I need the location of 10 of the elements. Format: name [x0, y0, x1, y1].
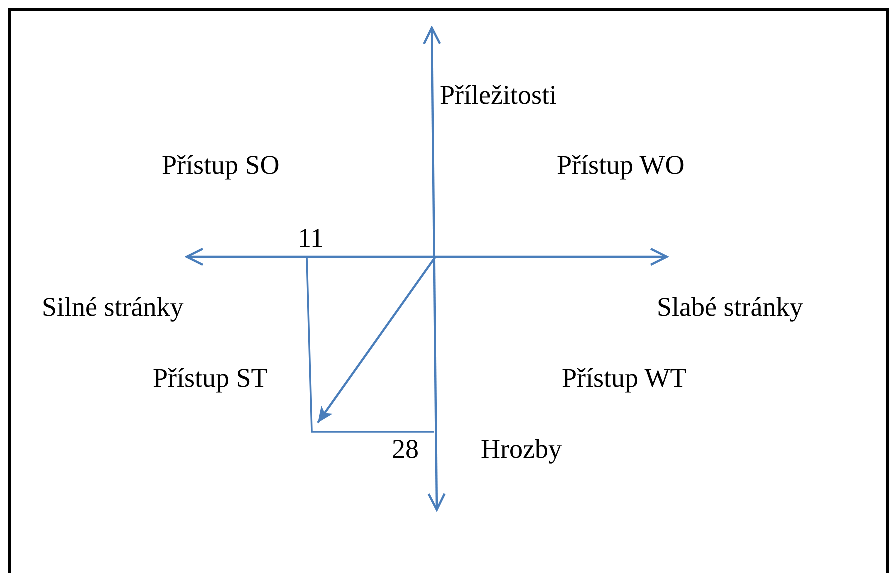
value-label: 11	[298, 222, 324, 254]
quadrant-label: Přístup WO	[557, 149, 685, 181]
quadrant-label: Přístup WT	[562, 362, 687, 394]
axis-label: Silné stránky	[42, 291, 184, 323]
axis-label: Slabé stránky	[657, 291, 804, 323]
axis-label: Hrozby	[481, 433, 562, 465]
quadrant-label: Příležitosti	[440, 79, 557, 111]
quadrant-label: Přístup SO	[162, 149, 280, 181]
quadrant-label: Přístup ST	[153, 362, 268, 394]
value-label: 28	[392, 433, 419, 465]
